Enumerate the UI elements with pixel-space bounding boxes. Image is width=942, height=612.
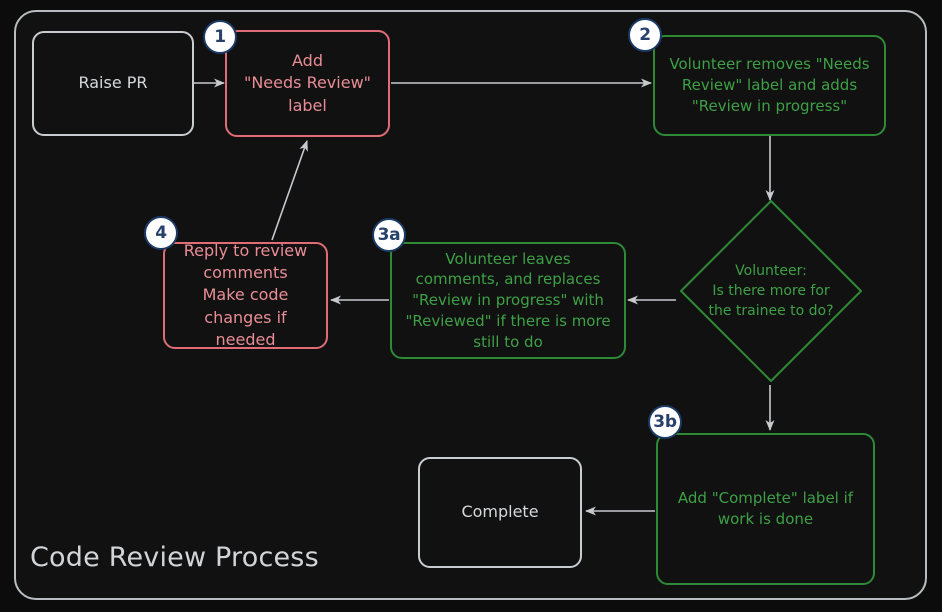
node-complete[interactable]: Complete	[418, 457, 582, 568]
diagram-title: Code Review Process	[30, 542, 319, 573]
node-raise-pr-label: Raise PR	[78, 73, 148, 93]
node-complete-label: Complete	[461, 502, 539, 522]
step-badge-3b: 3b	[648, 405, 682, 439]
node-add-complete-label[interactable]: Add "Complete" label if work is done	[656, 433, 875, 585]
node-volunteer-removes-label[interactable]: Volunteer removes "Needs Review" label a…	[653, 35, 886, 136]
step-badge-1: 1	[203, 20, 237, 54]
step-badge-4: 4	[144, 216, 178, 250]
node-add-needs-review-label-text: Add "Needs Review" label	[243, 51, 372, 115]
node-add-complete-label-text: Add "Complete" label if work is done	[677, 489, 854, 528]
node-reply-to-review-comments-text: Reply to review comments Make code chang…	[183, 241, 308, 349]
step-badge-2: 2	[628, 18, 662, 52]
node-decision-more-work[interactable]: Volunteer: Is there more for the trainee…	[676, 196, 866, 386]
node-volunteer-removes-label-text: Volunteer removes "Needs Review" label a…	[669, 55, 870, 115]
diamond-shape	[680, 200, 862, 382]
node-reply-to-review-comments[interactable]: Reply to review comments Make code chang…	[163, 241, 328, 349]
node-volunteer-leaves-comments[interactable]: Volunteer leaves comments, and replaces …	[390, 242, 626, 359]
node-add-needs-review-label[interactable]: Add "Needs Review" label	[225, 30, 390, 137]
node-decision-label: Volunteer: Is there more for the trainee…	[708, 262, 834, 320]
node-volunteer-leaves-comments-text: Volunteer leaves comments, and replaces …	[405, 249, 611, 351]
step-badge-3a: 3a	[372, 218, 406, 252]
node-raise-pr[interactable]: Raise PR	[32, 31, 194, 136]
